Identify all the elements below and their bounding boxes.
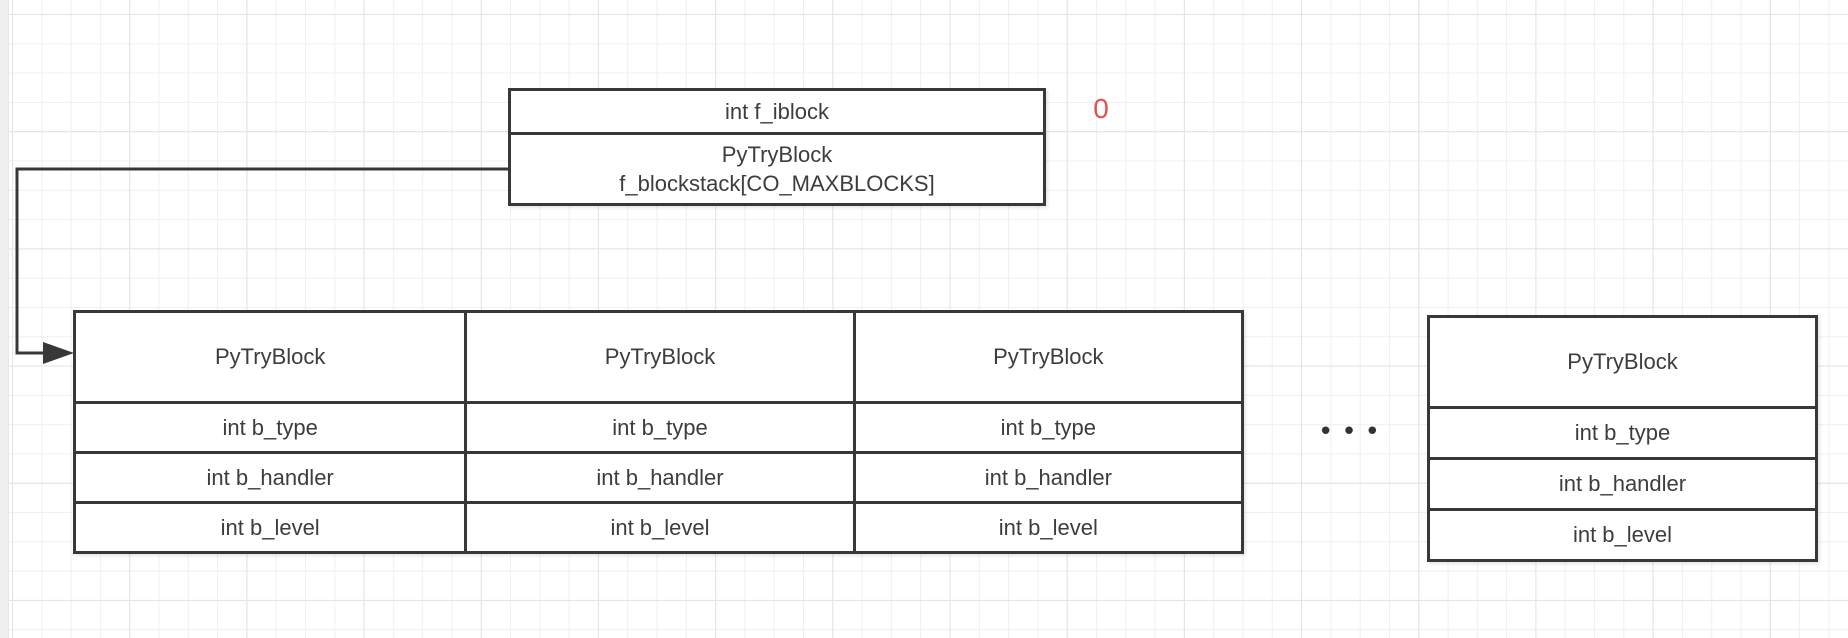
f-blockstack-cell: PyTryBlock f_blockstack[CO_MAXBLOCKS]	[511, 135, 1043, 203]
field-b-type: int b_type	[76, 401, 465, 451]
field-b-handler: int b_handler	[76, 451, 465, 501]
f-iblock-cell: int f_iblock	[511, 91, 1043, 135]
f-blockstack-declaration: f_blockstack[CO_MAXBLOCKS]	[619, 171, 935, 196]
index-zero-label[interactable]: 0	[1093, 93, 1109, 124]
arrowhead-icon	[43, 342, 74, 364]
struct-header: PyTryBlock	[993, 344, 1104, 369]
pytryblock-column-2: PyTryBlock int b_type int b_handler int …	[464, 313, 853, 551]
struct-header: PyTryBlock	[1567, 349, 1678, 374]
frame-object-box[interactable]: int f_iblock PyTryBlock f_blockstack[CO_…	[508, 88, 1046, 206]
field-b-handler: int b_handler	[1430, 457, 1815, 508]
ellipsis-dots[interactable]: •••	[1318, 417, 1389, 447]
field-b-type: int b_type	[1430, 406, 1815, 457]
struct-header: PyTryBlock	[604, 344, 716, 369]
field-b-level: int b_level	[855, 501, 1241, 551]
pytryblock-last-table[interactable]: PyTryBlock int b_type int b_handler int …	[1427, 315, 1818, 562]
field-b-level: int b_level	[76, 501, 465, 551]
field-b-type: int b_type	[855, 401, 1241, 451]
canvas-edge-gutter	[0, 0, 9, 638]
struct-header: PyTryBlock	[214, 344, 326, 369]
field-b-level: int b_level	[467, 501, 853, 551]
pytryblock-column-1: PyTryBlock int b_type int b_handler int …	[76, 313, 465, 551]
field-b-handler: int b_handler	[467, 451, 853, 501]
f-blockstack-type: PyTryBlock	[721, 142, 833, 167]
field-b-handler: int b_handler	[855, 451, 1241, 501]
field-b-level: int b_level	[1430, 508, 1815, 559]
pytryblock-column-3: PyTryBlock int b_type int b_handler int …	[852, 313, 1241, 551]
field-b-type: int b_type	[467, 401, 853, 451]
pytryblock-array-table[interactable]: PyTryBlock int b_type int b_handler int …	[73, 310, 1244, 554]
